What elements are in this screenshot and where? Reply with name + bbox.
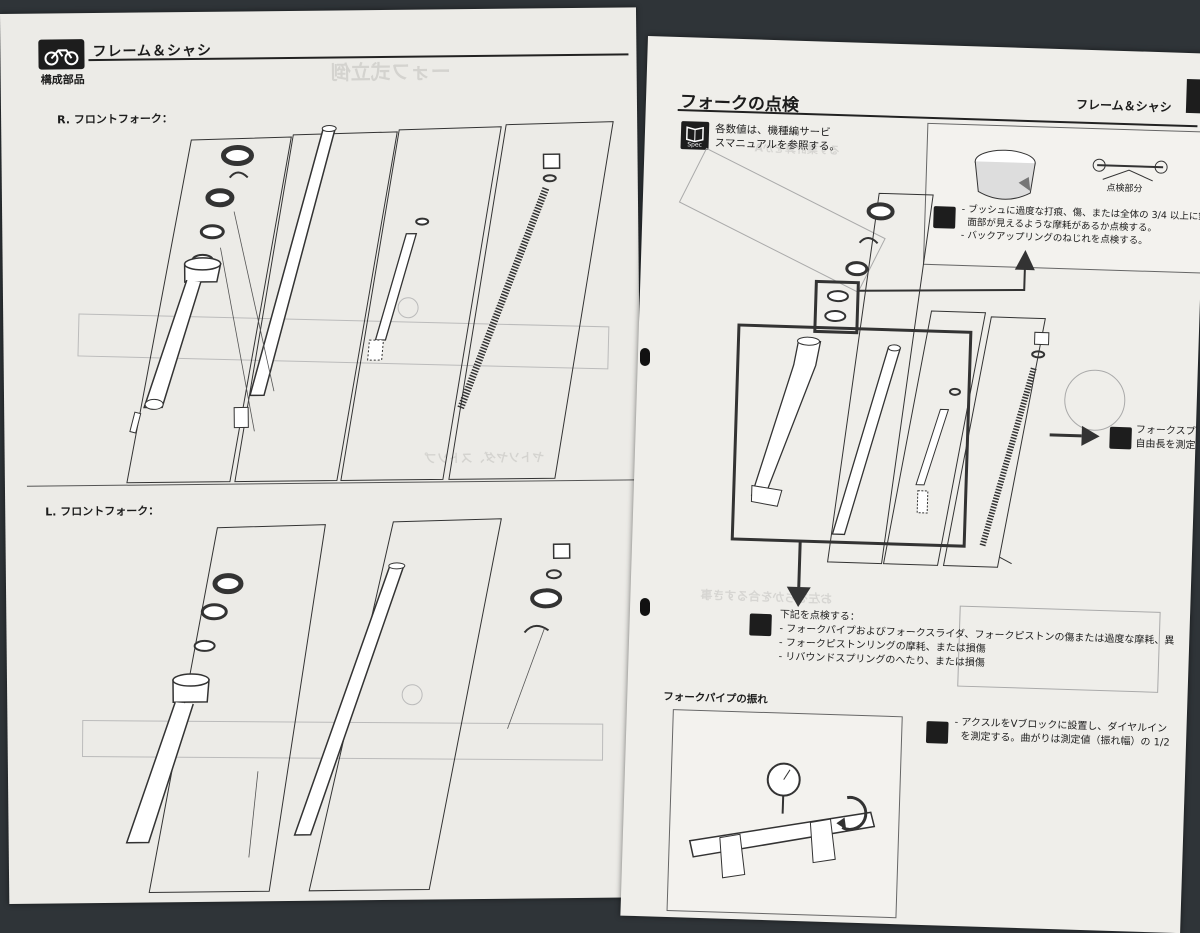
l-fork-panels	[145, 519, 505, 893]
arrow-stem	[799, 541, 800, 587]
spring-note: フォークスプリン 自由長を測定す	[1135, 424, 1200, 454]
r-fork-parts	[127, 123, 563, 433]
caliper-icon	[1109, 427, 1132, 450]
inspection-parts	[847, 203, 893, 275]
l-fork-parts	[124, 544, 573, 843]
runout-diagram-box	[667, 709, 903, 918]
inspection-icon	[749, 613, 772, 636]
dial-gauge-diagram	[668, 710, 902, 917]
arrow-stem	[1050, 435, 1082, 436]
arrow-icon	[1081, 426, 1100, 447]
binder-hole	[640, 348, 650, 366]
fork-exploded-diagrams	[0, 7, 645, 904]
guide-panels	[828, 192, 1050, 568]
caliper-icon	[926, 721, 949, 744]
arrow-icon	[786, 587, 811, 608]
bleed-through-graphics	[665, 148, 1175, 693]
fork-parts	[750, 324, 1049, 565]
r-fork-panels	[123, 122, 617, 483]
arrow-icon	[1015, 250, 1036, 271]
left-page: ーォフ式立倒 ヤトソヤダ、ストソプ フレーム＆シャシ 構成部品 R. フロントフ…	[0, 7, 645, 904]
binder-hole	[640, 598, 650, 616]
bushing-parts	[825, 291, 848, 322]
leader-to-bush-box	[858, 263, 1025, 296]
right-page: るす業計算をかA お左をちかを合るすき事 フレーム＆シャシ フォークの点検 Sp…	[620, 36, 1200, 933]
